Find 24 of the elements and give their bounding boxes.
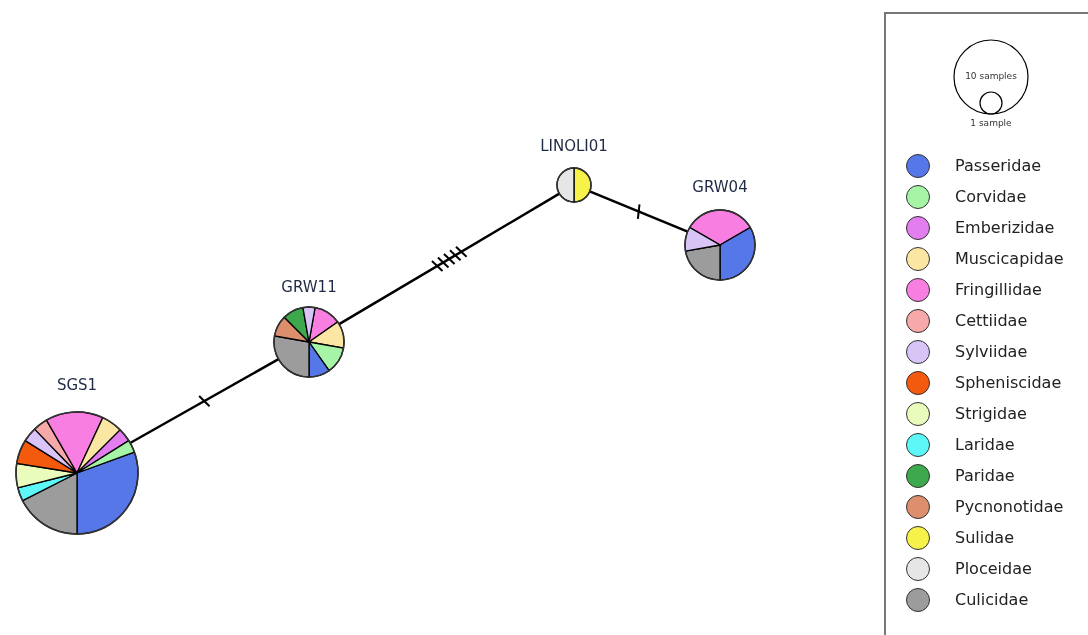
- node-label: GRW11: [281, 277, 337, 297]
- legend-label: Passeridae: [955, 154, 1042, 177]
- node-label: LINOLI01: [540, 136, 608, 156]
- connector-line: [338, 192, 560, 326]
- legend-label: Laridae: [955, 433, 1015, 456]
- scale-label: 10 samples: [964, 70, 1018, 82]
- legend-label: Sulidae: [955, 526, 1014, 549]
- legend-label: Corvidae: [955, 185, 1027, 208]
- legend-label: Strigidae: [955, 402, 1027, 425]
- legend-label: Emberizidae: [955, 216, 1055, 239]
- legend-label: Cettiidae: [955, 309, 1028, 332]
- legend-label: Spheniscidae: [955, 371, 1062, 394]
- connector-line: [129, 358, 280, 445]
- legend-label: Paridae: [955, 464, 1015, 487]
- node-label: SGS1: [56, 375, 98, 395]
- legend-label: Sylviidae: [955, 340, 1028, 363]
- legend-label: Fringillidae: [955, 278, 1042, 301]
- node-label: GRW04: [692, 177, 748, 197]
- legend-label: Pycnonotidae: [955, 495, 1064, 518]
- legend-label: Culicidae: [955, 588, 1029, 611]
- legend-label: Muscicapidae: [955, 247, 1064, 270]
- connector-line: [589, 190, 689, 233]
- scale-label: 1 sample: [969, 117, 1013, 129]
- legend-label: Ploceidae: [955, 557, 1032, 580]
